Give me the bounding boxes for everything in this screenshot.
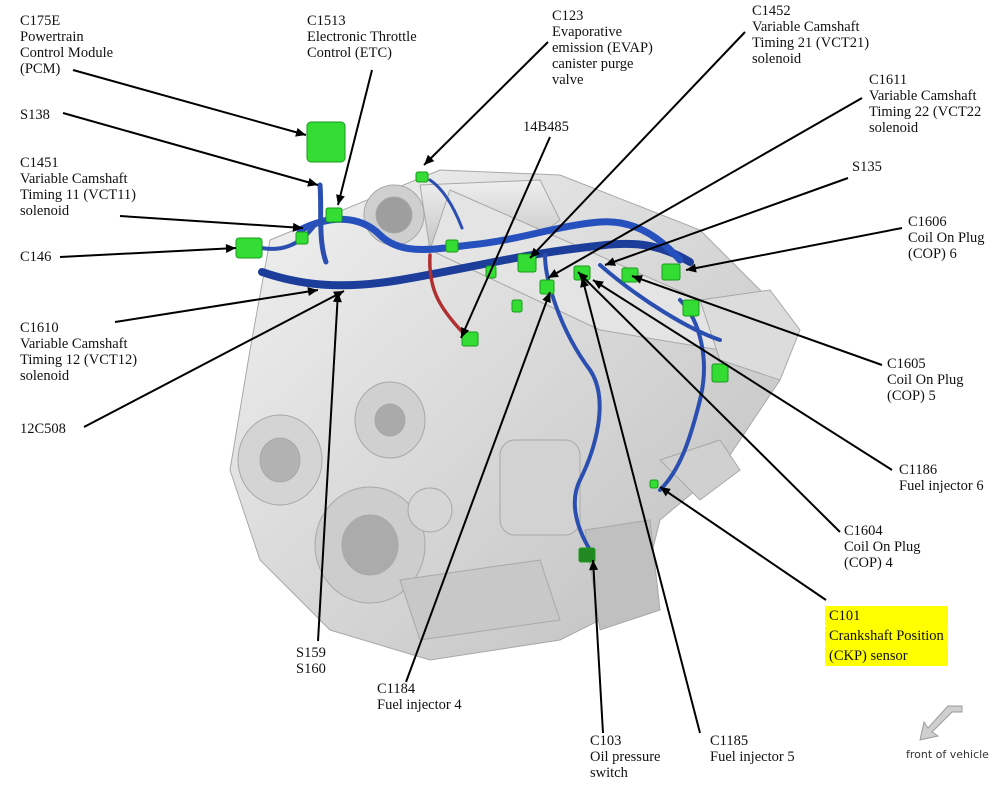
arrowhead-s138	[307, 177, 318, 187]
arrowhead-c1186	[593, 280, 604, 290]
leader-line-s135	[604, 177, 849, 266]
label-12c508: 12C508	[20, 421, 66, 437]
arrowhead-c1606	[686, 263, 697, 273]
leader-line-c146	[59, 247, 237, 258]
arrowhead-s159	[332, 292, 342, 303]
arrowhead-c123	[424, 154, 435, 165]
leader-line-c175e	[72, 69, 307, 136]
arrowhead-c1604	[578, 272, 589, 283]
arrowhead-c103	[589, 560, 599, 571]
arrowhead-c101	[660, 487, 671, 497]
label-14b485: 14B485	[523, 119, 569, 135]
arrowhead-14b485	[460, 327, 470, 338]
connectors	[235, 121, 729, 563]
arrowhead-c1451	[292, 222, 303, 232]
leader-line-c101	[659, 486, 827, 601]
front-of-vehicle-arrow	[919, 705, 963, 741]
leader-line-c1451	[119, 215, 304, 229]
label-c146: C146	[20, 249, 52, 265]
leader-line-c1185	[581, 276, 701, 734]
wire-harness	[248, 178, 722, 552]
front-of-vehicle-label: front of vehicle	[906, 748, 989, 761]
leader-line-c1452	[529, 31, 746, 259]
leader-line-c1611	[547, 97, 863, 279]
arrowhead-c1610	[307, 287, 318, 297]
leader-line-s138	[62, 112, 319, 186]
leader-line-c1605	[631, 275, 883, 366]
leader-line-c1610	[114, 289, 319, 323]
leader-line-12c508	[83, 290, 345, 428]
arrowhead-c1611	[548, 269, 559, 278]
engine-block	[229, 169, 801, 661]
arrowhead-c1185	[580, 277, 589, 288]
label-s135: S135	[852, 159, 882, 175]
arrowhead-c175e	[295, 127, 306, 137]
leader-line-c123	[423, 41, 549, 166]
leader-line-c1513	[337, 69, 373, 206]
leader-line-s159	[317, 291, 339, 642]
arrowhead-c1184	[542, 292, 551, 303]
leader-line-c1186	[592, 279, 893, 471]
leader-line-c1184	[405, 291, 551, 683]
leader-line-14b485	[460, 136, 551, 339]
leader-line-c103	[592, 559, 604, 734]
arrowhead-c1513	[336, 194, 345, 205]
leader-line-c1604	[577, 271, 841, 533]
arrowhead-s135	[605, 257, 616, 266]
label-s138: S138	[20, 107, 50, 123]
arrowhead-c1605	[632, 275, 643, 284]
leader-lines	[59, 31, 903, 734]
leader-line-c1606	[685, 227, 903, 271]
arrowhead-c1452	[530, 247, 541, 258]
arrowhead-c146	[225, 244, 236, 254]
